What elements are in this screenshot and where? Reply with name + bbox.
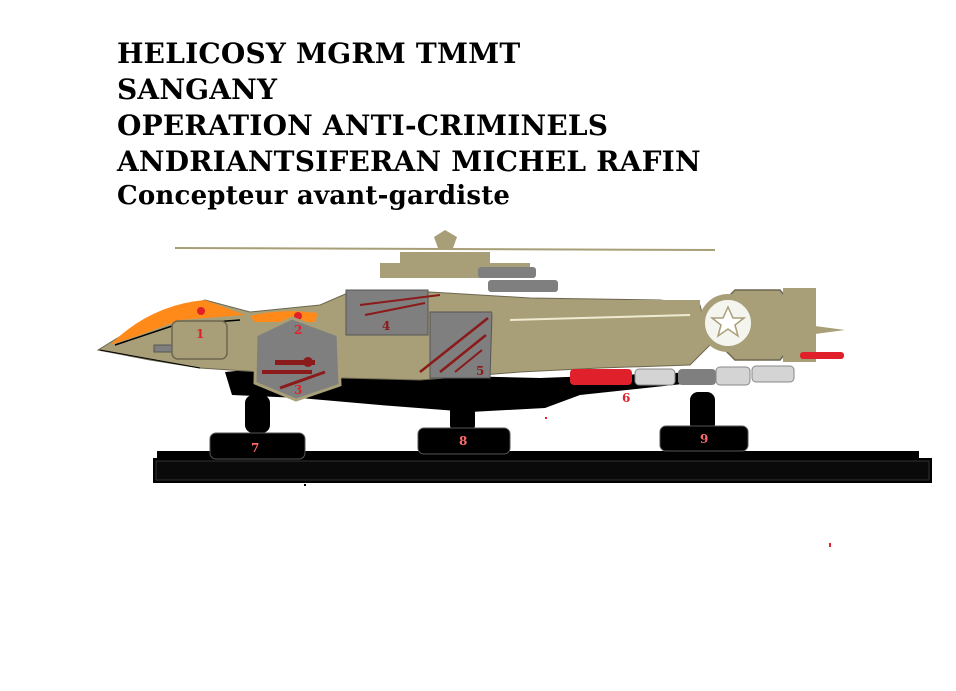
engine-vent-2 bbox=[488, 280, 558, 292]
weapon-pod-grey-3 bbox=[715, 366, 751, 386]
nose-line bbox=[99, 349, 201, 369]
weapon-5b bbox=[439, 334, 487, 373]
cockpit-canopy bbox=[110, 300, 245, 345]
tail-light bbox=[800, 352, 844, 359]
wheel-8 bbox=[417, 427, 511, 455]
rotor-mast bbox=[400, 252, 490, 264]
compartment-2-3 bbox=[253, 316, 342, 402]
label-1: 1 bbox=[196, 327, 204, 341]
title-line-2: SANGANY bbox=[117, 73, 278, 106]
wheel-9 bbox=[659, 425, 749, 452]
title-block: HELICOSY MGRM TMMT SANGANY OPERATION ANT… bbox=[117, 36, 701, 212]
rotor-hub-top bbox=[434, 230, 457, 248]
compartment-1 bbox=[171, 320, 228, 360]
engine-vent-1 bbox=[478, 267, 536, 278]
weapon-rack-3b bbox=[262, 370, 312, 374]
wheel-7 bbox=[209, 432, 306, 460]
weapon-pod-grey-4 bbox=[751, 365, 795, 383]
weapon-4b bbox=[364, 302, 426, 316]
gear-strut-rear bbox=[690, 392, 715, 432]
weapon-4a bbox=[359, 294, 441, 306]
speck-2 bbox=[829, 543, 831, 547]
gear-strut-front bbox=[245, 395, 270, 433]
title-line-3: OPERATION ANTI-CRIMINELS bbox=[117, 109, 609, 142]
main-rotor-blade bbox=[174, 247, 716, 251]
warning-light-1 bbox=[197, 307, 205, 315]
label-9: 9 bbox=[700, 432, 708, 446]
tail-fin bbox=[783, 288, 816, 362]
label-8: 8 bbox=[459, 434, 467, 448]
label-7: 7 bbox=[251, 441, 259, 455]
weapon-pod-red bbox=[570, 369, 632, 385]
title-line-4: ANDRIANTSIFERAN MICHEL RAFIN bbox=[117, 145, 701, 178]
label-2: 2 bbox=[294, 323, 302, 337]
star-icon bbox=[709, 305, 747, 338]
tail-boom bbox=[490, 300, 700, 350]
tail-spike bbox=[815, 326, 845, 334]
speck-3 bbox=[304, 484, 306, 486]
weapon-5c bbox=[454, 349, 483, 373]
weapon-5a bbox=[419, 317, 489, 373]
title-line-1: HELICOSY MGRM TMMT bbox=[117, 37, 521, 70]
weapon-rack-3c bbox=[279, 370, 326, 390]
ground-platform-inner bbox=[155, 460, 930, 481]
speck-1 bbox=[545, 417, 547, 419]
weapon-rack-3d bbox=[303, 357, 313, 367]
tail-stripe bbox=[509, 314, 691, 321]
label-3: 3 bbox=[294, 383, 302, 397]
weapon-rack-3a bbox=[275, 360, 315, 365]
weapon-pod-grey-2 bbox=[678, 369, 716, 385]
ground-platform-top bbox=[157, 451, 919, 458]
label-5: 5 bbox=[476, 364, 484, 378]
label-4: 4 bbox=[382, 319, 390, 333]
weapon-pod-grey-1 bbox=[634, 368, 676, 386]
gear-strut-mid bbox=[450, 398, 475, 433]
label-6: 6 bbox=[622, 391, 630, 405]
title-subtitle: Concepteur avant-gardiste bbox=[117, 181, 511, 211]
